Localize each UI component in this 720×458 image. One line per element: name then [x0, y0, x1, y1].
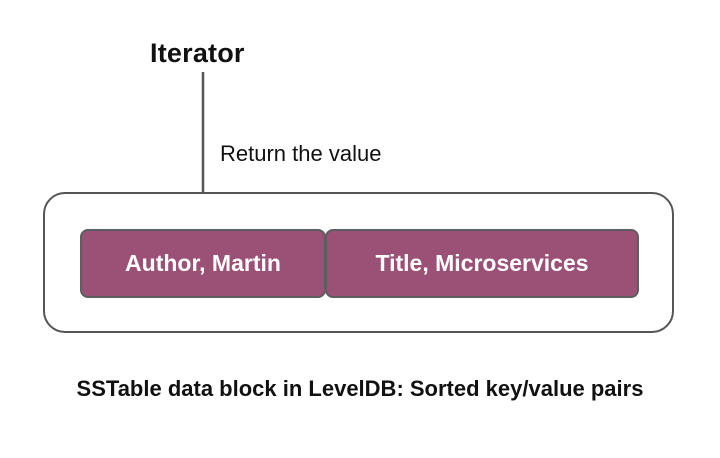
- key-value-entry-author: Author, Martin: [80, 229, 326, 298]
- iterator-label: Iterator: [150, 38, 245, 68]
- key-value-entry-title: Title, Microservices: [325, 229, 639, 298]
- return-value-label: Return the value: [220, 141, 382, 166]
- diagram-caption: SSTable data block in LevelDB: Sorted ke…: [76, 376, 644, 401]
